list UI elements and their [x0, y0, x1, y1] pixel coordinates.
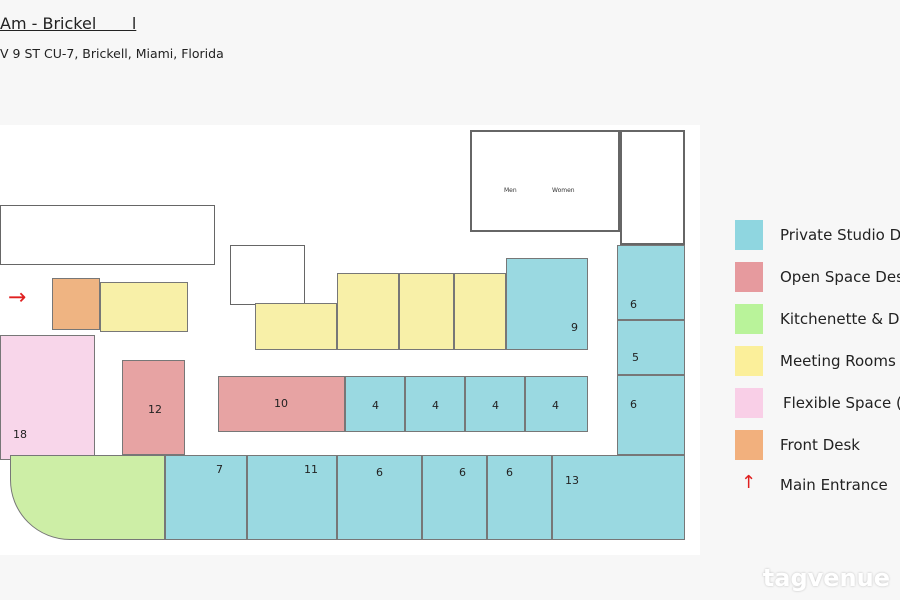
room-number: 4: [432, 399, 439, 412]
private-studio-6c: 6: [487, 455, 552, 540]
swatch-icon: [735, 346, 763, 376]
meeting-room-3: [399, 273, 454, 350]
flexible-space-18: 18: [0, 335, 95, 460]
room-number: 6: [459, 466, 466, 479]
kitchenette: [10, 455, 165, 540]
arrow-up-icon: ↑: [741, 472, 757, 493]
private-studio-6-right-top: 6: [617, 245, 685, 320]
private-studio-7: 7: [165, 455, 247, 540]
private-studio-9: 9: [506, 258, 588, 350]
room-number: 9: [571, 321, 578, 334]
private-studio-6b: 6: [422, 455, 487, 540]
swatch-icon: [735, 220, 763, 250]
room-number: 4: [492, 399, 499, 412]
legend-label: Kitchenette & Di: [780, 310, 900, 328]
women-restroom-label: Women: [552, 187, 575, 194]
room-number: 5: [632, 351, 639, 364]
legend-label: Open Space Des: [780, 268, 900, 286]
swatch-icon: [735, 304, 763, 334]
swatch-icon: [735, 388, 763, 418]
legend-item-meeting-rooms: Meeting Rooms: [735, 346, 900, 376]
legend-item-kitchenette: Kitchenette & Di: [735, 304, 900, 334]
room-number: 4: [552, 399, 559, 412]
room-number: 6: [506, 466, 513, 479]
room-number: 4: [372, 399, 379, 412]
legend-item-front-desk: Front Desk: [735, 430, 900, 460]
private-studio-4b: 4: [405, 376, 465, 432]
legend-item-private-studio: Private Studio De: [735, 220, 900, 250]
room-number: 6: [376, 466, 383, 479]
legend-label: Front Desk: [780, 436, 860, 454]
legend-item-flexible-space: Flexible Space (1: [735, 388, 900, 418]
stairwell: [620, 130, 685, 245]
private-studio-6-right-bottom: 6: [617, 375, 685, 455]
meeting-room-front: [100, 282, 188, 332]
private-studio-6a: 6: [337, 455, 422, 540]
meeting-room-4: [454, 273, 506, 350]
private-studio-5: 5: [617, 320, 685, 375]
men-restroom-label: Men: [504, 187, 517, 194]
restrooms: Men Women: [470, 130, 620, 232]
room-number: 12: [148, 403, 162, 416]
private-studio-4d: 4: [525, 376, 588, 432]
legend-label: Private Studio De: [780, 226, 900, 244]
legend-item-main-entrance: ↑ Main Entrance: [735, 470, 900, 500]
room-number: 10: [274, 397, 288, 410]
room-number: 13: [565, 474, 579, 487]
floor-plan: Men Women 18 12 10 4 4 4 4 9 6 5 6 7 11 …: [0, 125, 700, 555]
legend-label: Flexible Space (1: [783, 394, 900, 412]
room-number: 6: [630, 398, 637, 411]
open-space-10: 10: [218, 376, 345, 432]
storage-area: [0, 205, 215, 265]
legend-label: Main Entrance: [780, 476, 888, 494]
front-desk: [52, 278, 100, 330]
swatch-icon: [735, 262, 763, 292]
swatch-icon: [735, 430, 763, 460]
room-number: 18: [13, 428, 27, 441]
tagvenue-watermark: tagvenue: [762, 564, 890, 592]
room-number: 6: [630, 298, 637, 311]
room-number: 7: [216, 463, 223, 476]
legend-item-open-space: Open Space Des: [735, 262, 900, 292]
main-entrance-arrow-icon: ↘: [1, 282, 33, 313]
private-studio-13: 13: [552, 455, 685, 540]
meeting-room-2: [337, 273, 399, 350]
open-space-12: 12: [122, 360, 185, 455]
room-number: 11: [304, 463, 318, 476]
venue-title: Am - Brickel l: [0, 14, 137, 33]
private-studio-11: 11: [247, 455, 337, 540]
legend-label: Meeting Rooms: [780, 352, 896, 370]
meeting-room-1: [255, 303, 337, 350]
stair-core: [230, 245, 305, 305]
private-studio-4c: 4: [465, 376, 525, 432]
venue-address: V 9 ST CU-7, Brickell, Miami, Florida: [0, 46, 224, 61]
private-studio-4a: 4: [345, 376, 405, 432]
